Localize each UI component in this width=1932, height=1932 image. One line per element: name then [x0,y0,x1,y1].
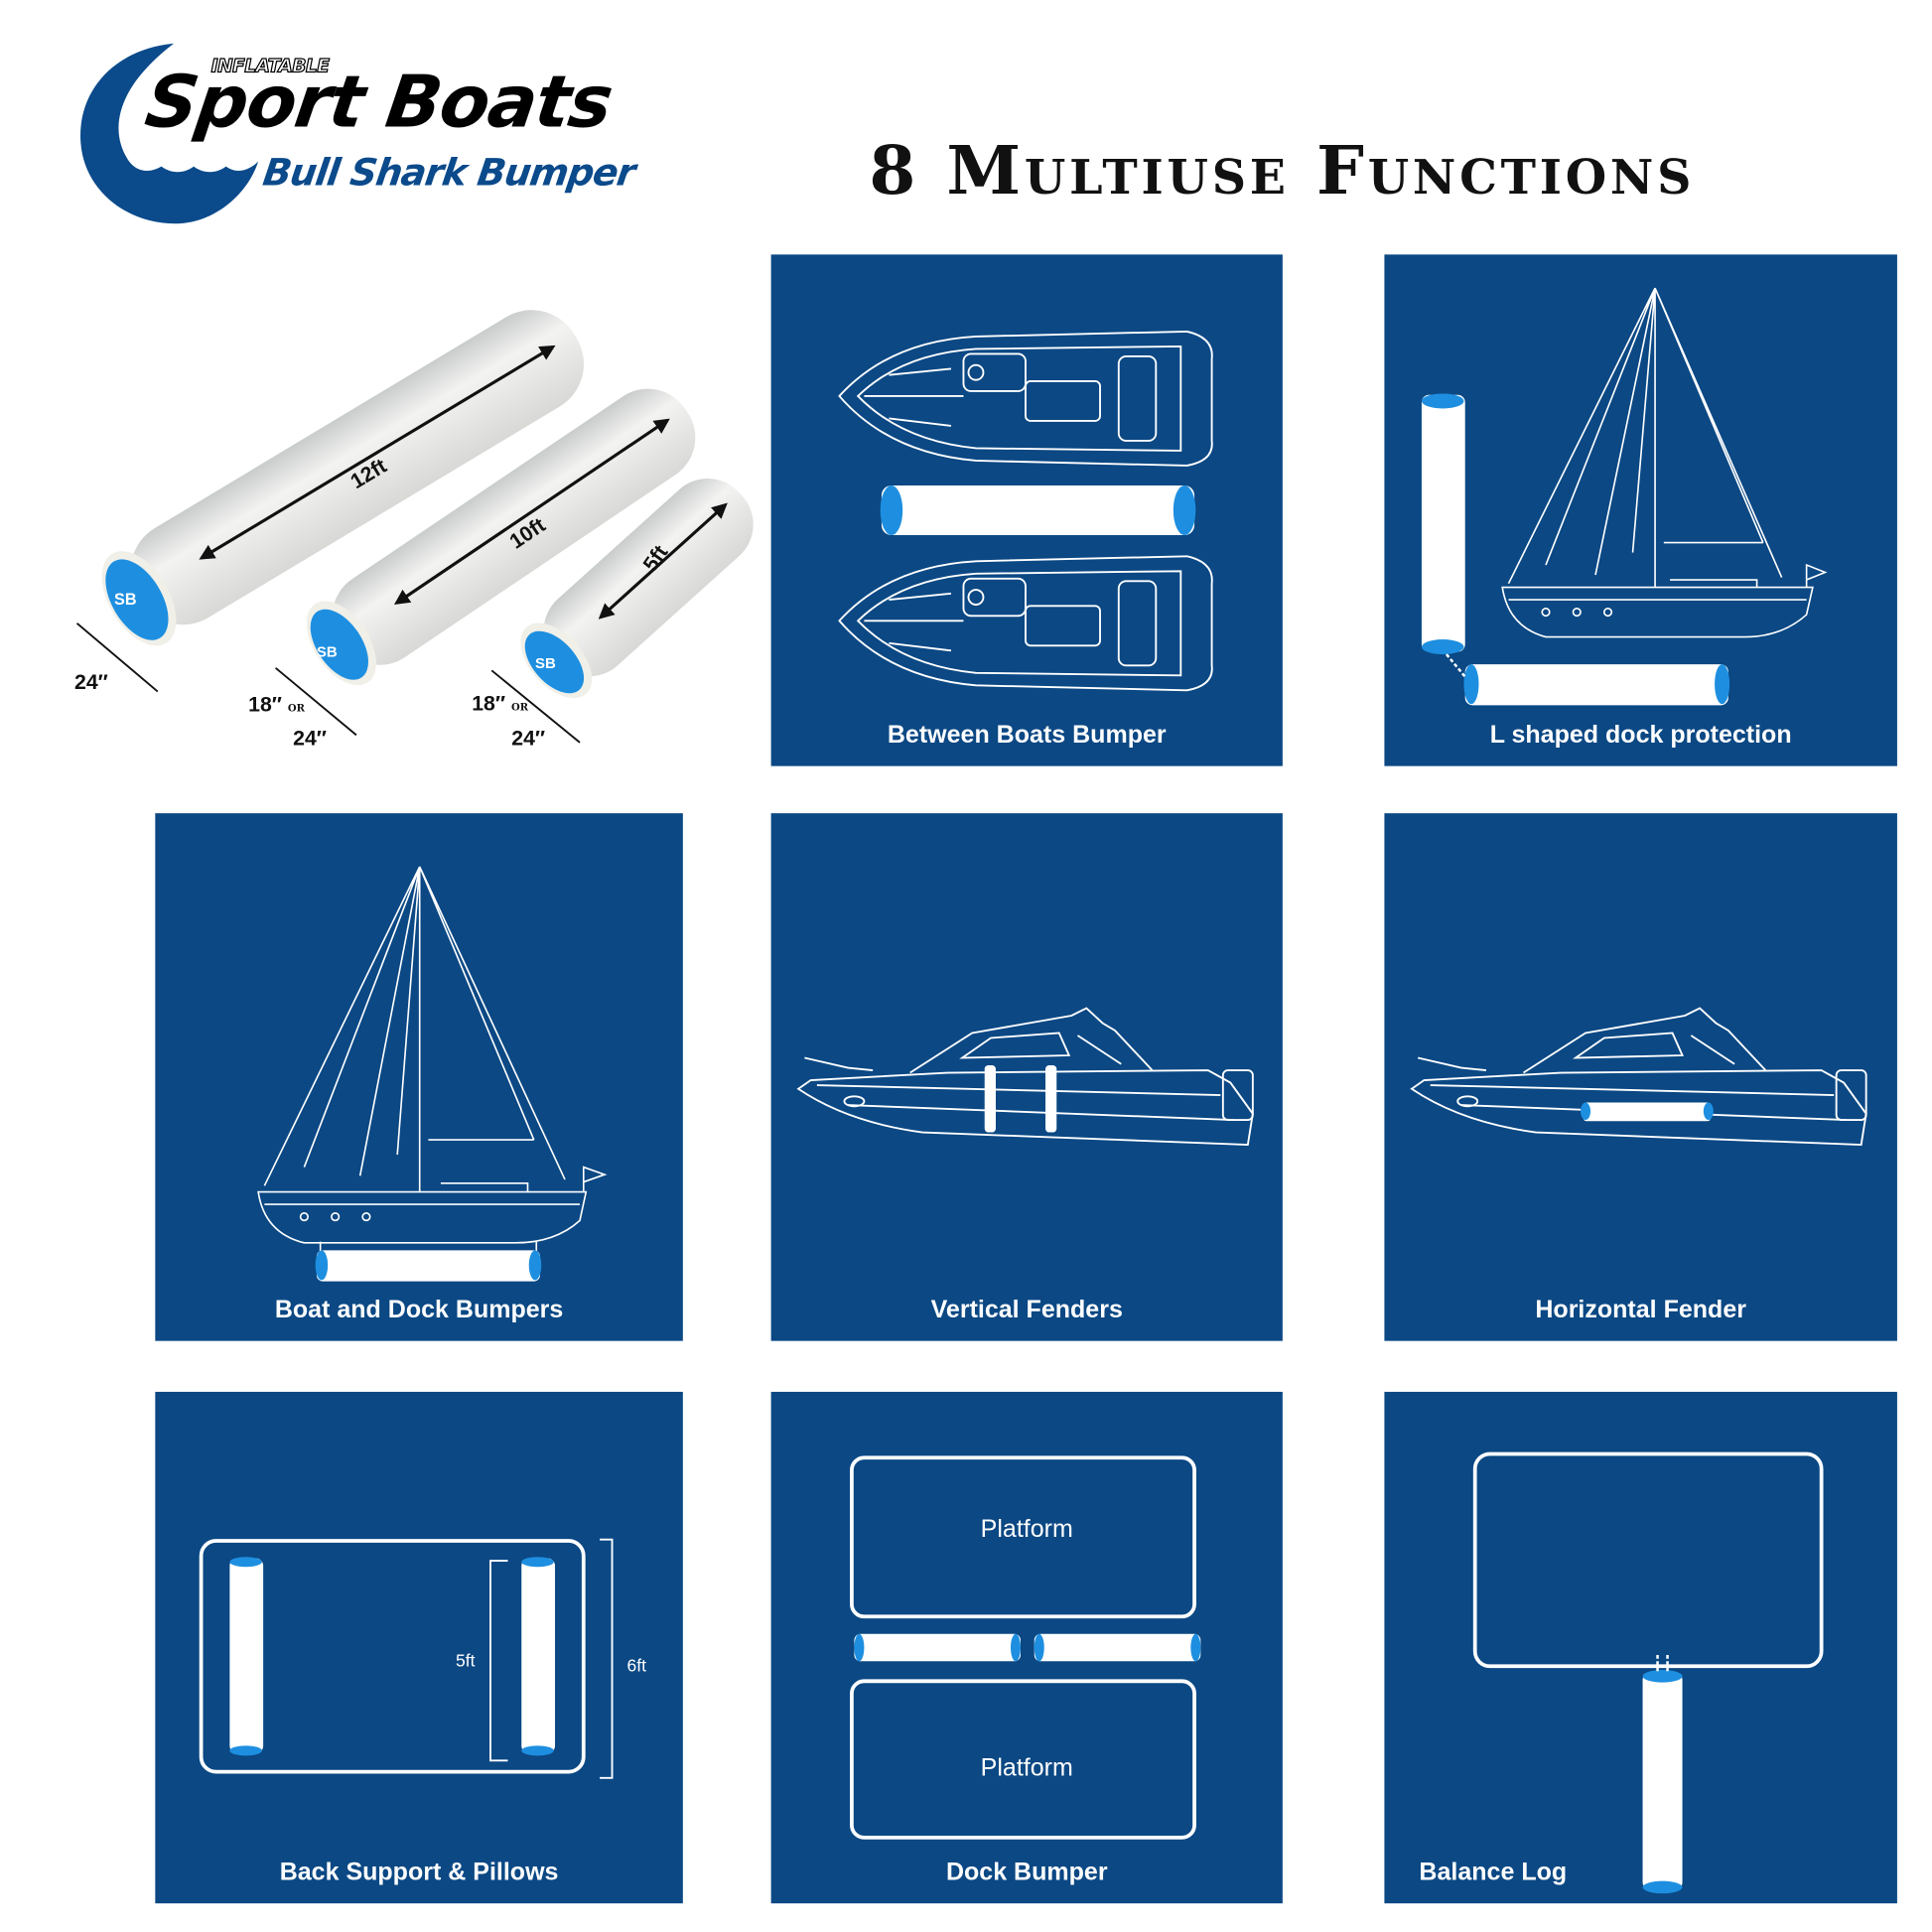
logo-wave-icon [80,43,259,224]
diameter-alt-5ft: 24″ [511,726,546,751]
function-l-shaped-dock: L shaped dock protection [1384,254,1897,766]
diameter-12ft: 24″ [74,670,108,695]
sailboat-l-bumper-icon [1421,287,1828,706]
function-label: Vertical Fenders [930,1296,1123,1324]
boats-plan-view-icon [838,330,1213,692]
bumper-sizes-graphic [75,310,754,744]
function-dock-bumper: Platform Platform Dock Bumper [770,1391,1283,1904]
function-horizontal-fender: Horizontal Fender [1384,813,1897,1341]
logo-inflatable-text: INFLATABLE [210,54,331,77]
logo-brand-text: Sport Boats [140,60,618,145]
function-label: Boat and Dock Bumpers [274,1296,564,1324]
sb-logo-icon: SB [114,590,137,609]
inner-dimension-label: 5ft [455,1650,476,1671]
dock-platform-diagram-icon [850,1455,1201,1840]
function-label: Horizontal Fender [1535,1296,1746,1324]
function-vertical-fenders: Vertical Fenders [770,813,1283,1341]
platform-bottom-label: Platform [980,1754,1073,1782]
motor-yacht-horizontal-fender-icon [1410,1007,1867,1147]
function-label: Between Boats Bumper [887,721,1167,750]
function-boat-dock-bumpers: Boat and Dock Bumpers [155,813,683,1341]
motor-yacht-vertical-fenders-icon [796,1007,1254,1147]
back-support-diagram-icon [199,1538,614,1779]
page-title: 8 Multiuse Functions [869,130,1696,210]
diameter-10ft: 18″ OR [248,692,305,717]
bumper-10ft [306,388,696,686]
function-label: Balance Log [1419,1859,1568,1886]
function-label: L shaped dock protection [1489,721,1792,750]
diameter-alt-10ft: 24″ [293,726,327,751]
diameter-5ft: 18″ OR [472,691,529,716]
bumper-5ft [520,479,754,699]
sb-logo-icon: SB [316,642,338,661]
balance-log-diagram-icon [1472,1451,1824,1894]
outer-dimension-label: 6ft [626,1655,647,1676]
function-balance-log: Balance Log [1384,1391,1897,1904]
logo-product-text: Bull Shark Bumper [260,151,637,196]
function-between-boats: Between Boats Bumper [770,254,1283,766]
function-label: Back Support & Pillows [279,1859,559,1886]
function-back-support: 5ft 6ft Back Support & Pillows [155,1391,683,1904]
bumper-12ft [101,310,585,646]
function-label: Dock Bumper [945,1859,1108,1886]
sailboat-bumper-icon [257,866,608,1282]
platform-top-label: Platform [980,1515,1073,1544]
sb-logo-icon: SB [535,654,556,672]
